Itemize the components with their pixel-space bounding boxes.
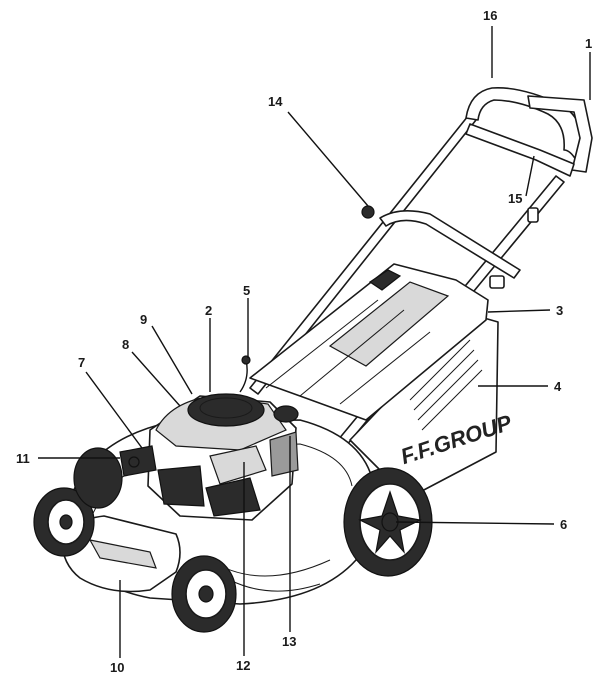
callout-14: 14	[268, 94, 283, 109]
callout-4: 4	[554, 379, 562, 394]
front-left-wheel	[33, 487, 95, 557]
grass-catcher	[249, 263, 499, 493]
callouts: 1 2 3 4 5 6 7 8 9 10 11 12 13 14 15 16	[16, 8, 592, 675]
callout-1: 1	[585, 36, 592, 51]
callout-15: 15	[508, 191, 522, 206]
callout-12: 12	[236, 658, 250, 673]
callout-10: 10	[110, 660, 124, 675]
leader-lines	[38, 26, 591, 658]
callout-9: 9	[140, 312, 147, 327]
front-right-wheel	[171, 555, 237, 633]
callout-6: 6	[560, 517, 567, 532]
callout-13: 13	[282, 634, 296, 649]
callout-7: 7	[78, 355, 85, 370]
callout-3: 3	[556, 303, 563, 318]
callout-11: 11	[16, 451, 30, 466]
callout-5: 5	[243, 283, 250, 298]
engine	[119, 355, 299, 521]
callout-16: 16	[483, 8, 497, 23]
callout-8: 8	[122, 337, 129, 352]
rear-left-wheel	[73, 447, 123, 509]
callout-2: 2	[205, 303, 212, 318]
